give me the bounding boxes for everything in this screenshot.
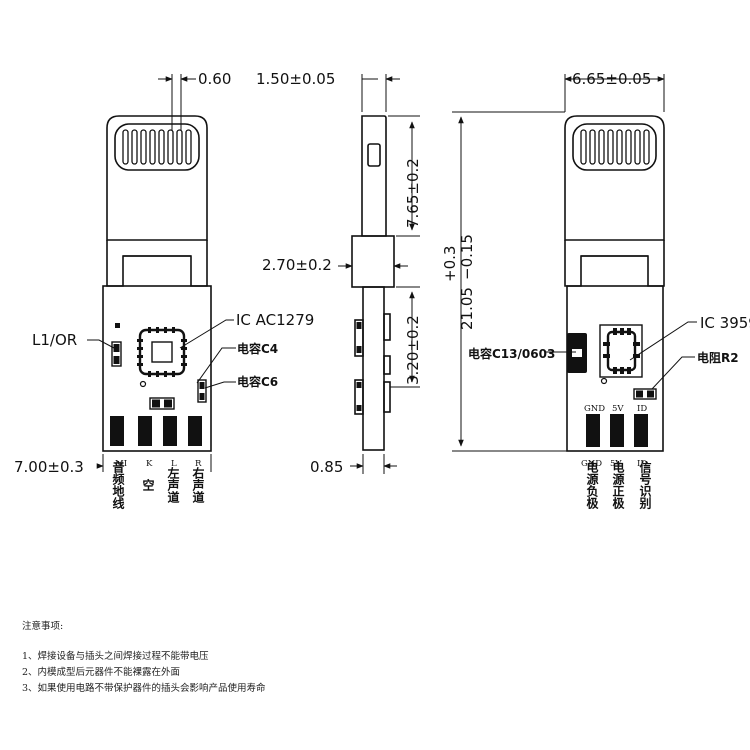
left-pin-desc-1: 空 [141,478,155,492]
left-pin-code-1: K [146,459,153,469]
dim-collar: 2.70±0.2 [262,256,332,274]
notes-title: 注意事项: [22,621,64,632]
side-comp-low-left [354,379,364,415]
right-pad-label-1: 5V [612,404,624,414]
left-collar [106,240,208,287]
dim-total-tol-minus: −0.15 [458,234,476,280]
right-c13-label: 电容C13/0603 [468,346,555,361]
left-pin-code-2: L [171,459,177,469]
dim-board-length: 3.20±0.2 [404,315,422,385]
left-pin-desc-0: 音频地线 [111,460,125,510]
left-ic-body [138,328,186,376]
side-comp-top-left [354,319,364,357]
left-pin-code-0: MI [115,459,127,469]
side-view [351,115,395,451]
left-c4-component [149,397,175,410]
dim-head-length: 7.65±0.2 [404,158,422,228]
right-pad-label-0: GND [584,404,605,414]
right-pin-code-0: GND [581,459,602,469]
right-solder-pads [586,414,648,447]
left-c6-label: 电容C6 [237,374,278,389]
left-callouts [87,319,236,389]
left-solder-pads [110,416,202,446]
right-view [564,115,665,452]
notes-section: 注意事项: 1、焊接设备与插头之间焊接过程不能带电压 2、内模成型后元器件不能裸… [22,619,622,697]
dim-head-width: 6.65±0.05 [572,70,651,88]
left-view [102,115,212,452]
right-pin-code-2: ID [637,459,647,469]
right-contact-pins [580,129,650,165]
side-comp-mid-right [383,355,391,375]
right-dimensions [452,74,665,452]
right-pin-desc-0: 电源负极 [585,460,599,510]
left-pin-desc-2: 左声道 [166,466,180,504]
right-pin-desc-1: 电源正极 [611,460,625,510]
right-pin-code-1: 5V [610,459,622,469]
left-pin-code-3: R [195,459,202,469]
left-l1-component [111,341,122,367]
left-c4-label: 电容C4 [237,341,278,356]
right-collar [564,240,665,287]
right-pin-window [572,123,657,171]
side-head-window [367,143,381,167]
left-ic-label: IC AC1279 [236,311,314,329]
left-pcb [102,285,212,452]
right-ic-body [599,324,643,378]
right-head-outline [564,115,665,241]
dim-total-tol-plus: +0.3 [441,246,459,282]
side-comp-top-right [383,313,391,341]
left-head-outline [106,115,208,241]
dim-total-length: 21.05 [458,287,476,330]
side-collar [351,235,395,288]
left-ic-pad [151,341,173,363]
left-dimensions [96,74,212,472]
left-l1-label: L1/OR [32,331,77,349]
right-ic-inner [606,330,637,372]
side-comp-low-right [383,381,391,413]
right-pin-desc-2: 信号识别 [638,460,652,510]
left-c6-component [197,379,207,403]
right-ic-pin1-dot [600,377,608,385]
right-r2-label: 电阻R2 [697,350,739,365]
right-r2-component [633,388,657,400]
dim-board-thickness: 0.85 [310,458,343,476]
left-pin-window [114,123,200,171]
side-dimensions [338,74,420,474]
left-ic-leads [137,327,187,377]
right-callouts [545,321,697,390]
right-pad-label-2: ID [637,404,647,414]
dim-board-width: 7.00±0.3 [14,458,84,476]
dim-pin-width: 0.60 [198,70,231,88]
note-item: 2、内模成型后元器件不能裸露在外面 [22,667,181,678]
side-head-outline [361,115,387,237]
left-contact-pins [122,129,192,165]
side-pcb [362,286,385,451]
note-item: 1、焊接设备与插头之间焊接过程不能带电压 [22,651,209,662]
left-ic-pin1-dot [139,380,147,388]
dim-thickness: 1.50±0.05 [256,70,335,88]
left-pin-desc-3: 右声道 [191,466,205,504]
right-ic-label: IC 3959 [700,314,750,332]
note-item: 3、如果使用电路不带保护器件的插头会影响产品使用寿命 [22,683,266,694]
